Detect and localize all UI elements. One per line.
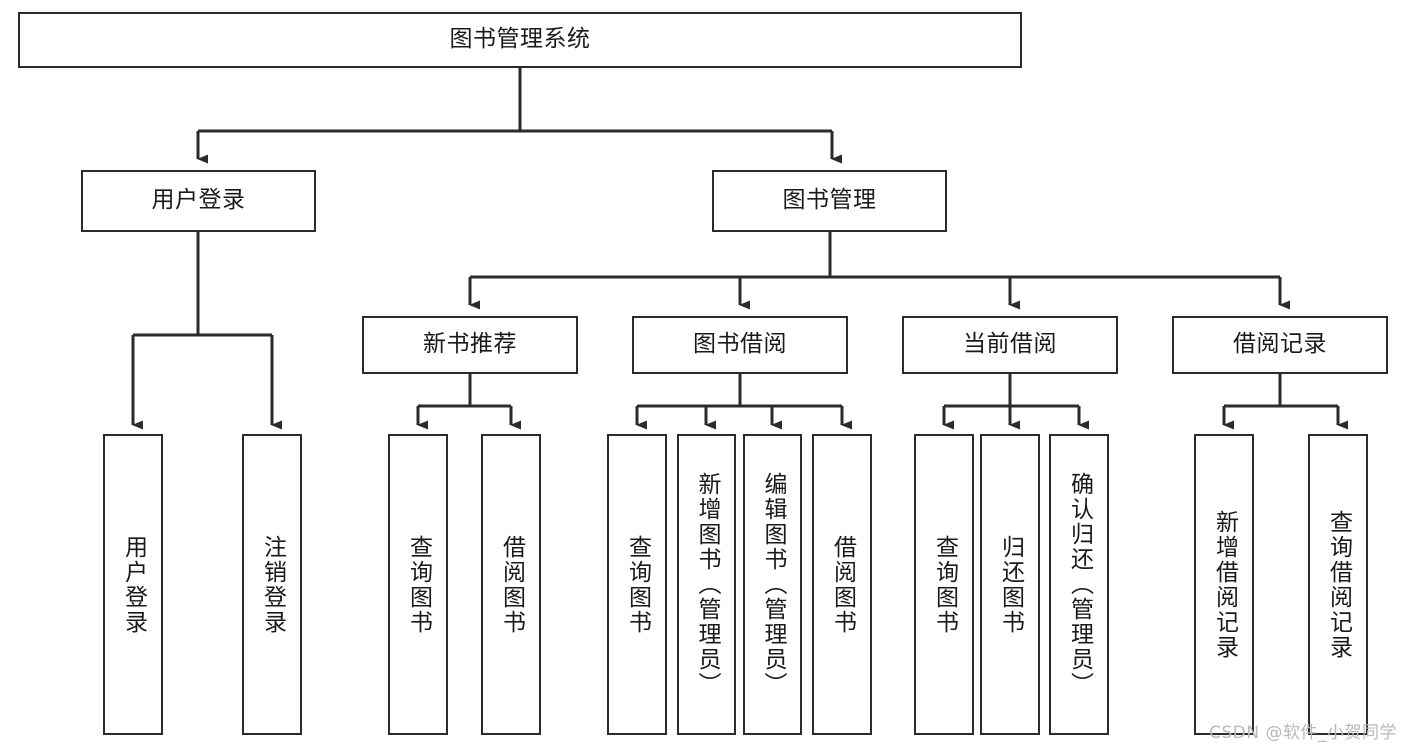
node-current-borrow[interactable]: 当前借阅 bbox=[902, 316, 1118, 374]
node-book-manage-label: 图书管理 bbox=[782, 187, 877, 214]
node-leaf-query-book-3[interactable]: 查询图书 bbox=[914, 434, 974, 735]
node-borrow-record-label: 借阅记录 bbox=[1233, 331, 1327, 358]
node-leaf-query-record[interactable]: 查询借阅记录 bbox=[1308, 434, 1368, 735]
node-leaf-add-book-label: 新增图书（管理员） bbox=[694, 472, 720, 697]
node-root[interactable]: 图书管理系统 bbox=[18, 12, 1022, 68]
node-book-manage[interactable]: 图书管理 bbox=[712, 170, 947, 232]
node-leaf-edit-book[interactable]: 编辑图书（管理员） bbox=[743, 434, 802, 735]
node-leaf-add-record[interactable]: 新增借阅记录 bbox=[1194, 434, 1254, 735]
node-leaf-borrow-book-1-label: 借阅图书 bbox=[498, 534, 525, 635]
node-book-borrow-label: 图书借阅 bbox=[693, 331, 787, 358]
node-leaf-return-book[interactable]: 归还图书 bbox=[980, 434, 1040, 735]
node-leaf-query-book-1[interactable]: 查询图书 bbox=[388, 434, 448, 735]
node-leaf-borrow-book-2[interactable]: 借阅图书 bbox=[812, 434, 872, 735]
node-leaf-borrow-book-2-label: 借阅图书 bbox=[829, 534, 856, 635]
node-user-login[interactable]: 用户登录 bbox=[81, 170, 316, 232]
node-leaf-confirm-return[interactable]: 确认归还（管理员） bbox=[1049, 434, 1109, 735]
node-leaf-query-book-3-label: 查询图书 bbox=[931, 534, 958, 635]
node-root-label: 图书管理系统 bbox=[449, 26, 591, 53]
node-user-login-label: 用户登录 bbox=[151, 187, 246, 214]
node-new-book-recommend-label: 新书推荐 bbox=[423, 331, 517, 358]
node-borrow-record[interactable]: 借阅记录 bbox=[1172, 316, 1388, 374]
node-leaf-add-record-label: 新增借阅记录 bbox=[1211, 509, 1238, 660]
node-leaf-logout-login[interactable]: 注销登录 bbox=[242, 434, 302, 735]
node-leaf-query-book-1-label: 查询图书 bbox=[405, 534, 432, 635]
node-leaf-query-record-label: 查询借阅记录 bbox=[1325, 509, 1352, 660]
node-current-borrow-label: 当前借阅 bbox=[963, 331, 1057, 358]
node-leaf-user-login[interactable]: 用户登录 bbox=[103, 434, 163, 735]
node-book-borrow[interactable]: 图书借阅 bbox=[632, 316, 848, 374]
node-leaf-borrow-book-1[interactable]: 借阅图书 bbox=[481, 434, 541, 735]
node-leaf-edit-book-label: 编辑图书（管理员） bbox=[760, 472, 786, 697]
node-leaf-query-book-2[interactable]: 查询图书 bbox=[607, 434, 667, 735]
node-leaf-query-book-2-label: 查询图书 bbox=[624, 534, 651, 635]
node-leaf-user-login-label: 用户登录 bbox=[120, 534, 147, 635]
node-leaf-return-book-label: 归还图书 bbox=[997, 534, 1024, 635]
node-leaf-add-book[interactable]: 新增图书（管理员） bbox=[677, 434, 736, 735]
node-leaf-logout-login-label: 注销登录 bbox=[259, 534, 286, 635]
node-new-book-recommend[interactable]: 新书推荐 bbox=[362, 316, 578, 374]
node-leaf-confirm-return-label: 确认归还（管理员） bbox=[1066, 472, 1093, 697]
